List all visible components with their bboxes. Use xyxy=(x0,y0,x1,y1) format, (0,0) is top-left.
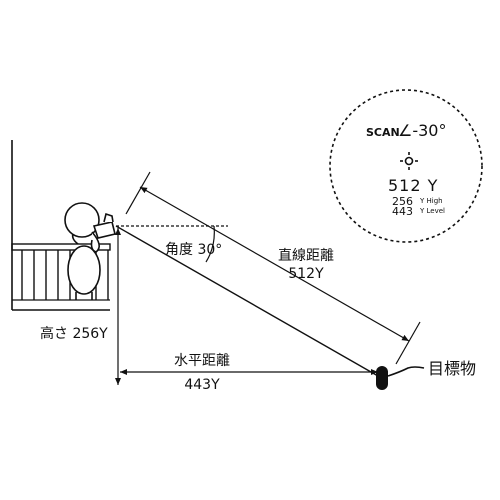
person-figure xyxy=(64,202,116,300)
straight-distance-value: 512Y xyxy=(288,266,324,282)
viewfinder-circle xyxy=(329,89,483,243)
reticle-icon xyxy=(400,152,418,170)
horizontal-distance-value: 443Y xyxy=(184,377,220,393)
distance-readout: 512 Y xyxy=(388,176,439,195)
angle-label: 角度 30° xyxy=(165,242,223,258)
level-unit: Y Level xyxy=(420,207,445,215)
high-value: 256 xyxy=(392,195,413,208)
building-wall xyxy=(11,140,110,311)
scan-label: SCAN xyxy=(366,126,400,139)
level-value: 443 xyxy=(392,205,413,218)
height-label: 高さ 256Y xyxy=(40,326,108,342)
target-object xyxy=(376,366,425,390)
angle-readout: ∠-30° xyxy=(398,121,447,140)
straight-distance-dimension xyxy=(125,171,421,365)
high-unit: Y High xyxy=(420,197,443,205)
target-label: 目標物 xyxy=(428,359,477,378)
horizontal-distance-title: 水平距離 xyxy=(174,353,230,369)
straight-distance-title: 直線距離 xyxy=(278,248,334,264)
